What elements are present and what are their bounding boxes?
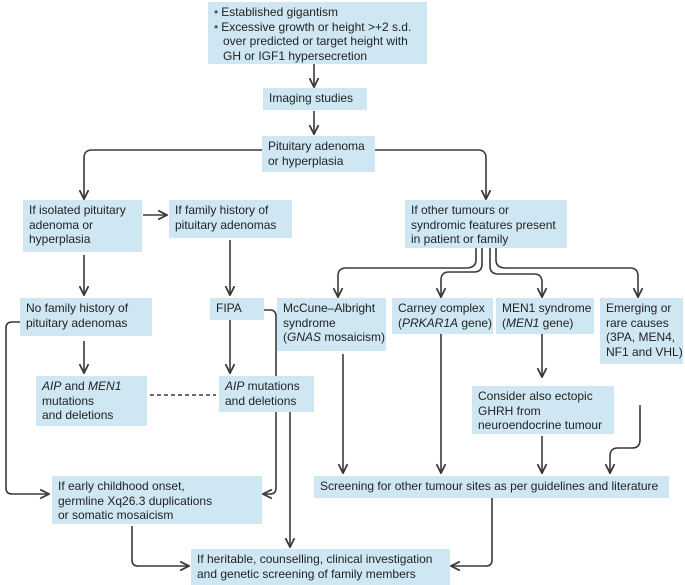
ectopic-ghrh-box: Consider also ectopic GHRH from neuroend… — [472, 386, 614, 434]
mccune-albright-box: McCune–Albright syndrome (GNAS mosaicism… — [277, 298, 386, 351]
aip-mutations-box: AIP mutations and deletions — [219, 376, 314, 412]
no-family-history-box: No family history of pituitary adenomas — [20, 298, 152, 336]
aip-men1-mutations-box: AIP and MEN1 mutations and deletions — [36, 376, 147, 426]
arrow-early-to-heritable — [131, 526, 188, 566]
start-criterion-growth-2: over predicted or target height with — [223, 34, 408, 48]
arrow-emerging-to-screening — [610, 405, 641, 472]
men1-syndrome-box: MEN1 syndrome (MEN1 gene) — [496, 298, 594, 334]
arrow-pituitary-to-isolated — [84, 149, 262, 198]
imaging-studies-box: Imaging studies — [263, 88, 367, 110]
carney-complex-box: Carney complex (PRKAR1A gene) — [392, 298, 493, 334]
emerging-causes-box: Emerging or rare causes (3PA, MEN4, NF1 … — [600, 298, 683, 364]
start-criterion-growth-3: GH or IGF1 hypersecretion — [223, 48, 368, 63]
start-criterion-gigantism: Established gigantism — [221, 5, 338, 19]
arrow-other-to-emerging — [495, 247, 638, 296]
family-history-box: If family history of pituitary adenomas — [169, 200, 292, 238]
heritable-counselling-box: If heritable, counselling, clinical inve… — [191, 549, 450, 585]
bullet-dot: • — [214, 19, 219, 34]
early-childhood-box: If early childhood onset, germline Xq26.… — [52, 476, 262, 524]
arrow-nofamily-to-early — [5, 321, 48, 494]
arrow-other-to-men1 — [489, 247, 542, 296]
bullet-dot: • — [214, 5, 219, 19]
other-tumours-box: If other tumours or syndromic features p… — [405, 200, 567, 248]
isolated-adenoma-box: If isolated pituitary adenoma or hyperpl… — [23, 200, 142, 252]
imaging-label: Imaging studies — [269, 91, 354, 105]
arrow-other-to-carney — [441, 247, 483, 296]
start-criterion-growth-1: Excessive growth or height >+2 s.d. — [221, 19, 412, 34]
pituitary-adenoma-box: Pituitary adenoma or hyperplasia — [262, 136, 375, 172]
start-criteria-box: •Established gigantism •Excessive growth… — [208, 2, 427, 64]
arrow-screening-to-heritable — [452, 494, 493, 566]
fipa-box: FIPA — [210, 298, 264, 320]
screening-box: Screening for other tumour sites as per … — [314, 476, 669, 498]
arrow-pituitary-to-other — [366, 149, 486, 198]
arrow-other-to-mccune — [338, 247, 477, 296]
